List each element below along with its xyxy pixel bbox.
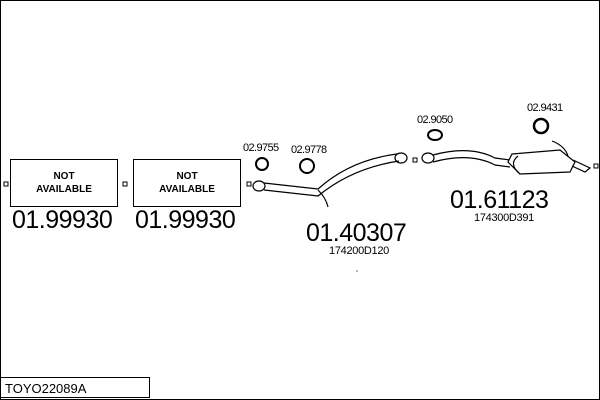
connector-icon xyxy=(412,157,418,163)
hanger-icon xyxy=(299,158,315,174)
connector-icon xyxy=(3,181,9,187)
gasket-icon xyxy=(427,129,443,141)
part-box-not-available: NOT AVAILABLE xyxy=(10,159,118,207)
box-text: AVAILABLE xyxy=(159,184,215,195)
oem-number: 174300D391 xyxy=(474,212,535,224)
hanger-icon xyxy=(532,117,550,135)
part-box-not-available: NOT AVAILABLE xyxy=(133,159,241,207)
box-text: AVAILABLE xyxy=(36,184,92,195)
box-text: NOT xyxy=(53,171,75,182)
rear-muffler-icon xyxy=(421,140,592,175)
part-number: 01.40307 xyxy=(306,219,407,247)
gasket-icon xyxy=(255,157,269,171)
part-number: 01.99930 xyxy=(135,206,236,234)
reference-label: TOYO22089A xyxy=(0,377,150,398)
small-part-number: 02.9050 xyxy=(417,114,453,126)
small-part-number: 02.9755 xyxy=(243,142,279,154)
connector-icon xyxy=(593,163,599,169)
small-part-number: 02.9431 xyxy=(527,102,563,114)
box-text: NOT xyxy=(176,171,198,182)
part-number: 01.61123 xyxy=(450,186,549,214)
part-number: 01.99930 xyxy=(12,206,113,234)
small-part-number: 02.9778 xyxy=(291,144,327,156)
front-pipe-icon xyxy=(252,152,408,208)
connector-icon xyxy=(122,181,128,187)
connector-icon xyxy=(246,181,252,187)
oem-number: 174200D120 xyxy=(329,245,390,257)
